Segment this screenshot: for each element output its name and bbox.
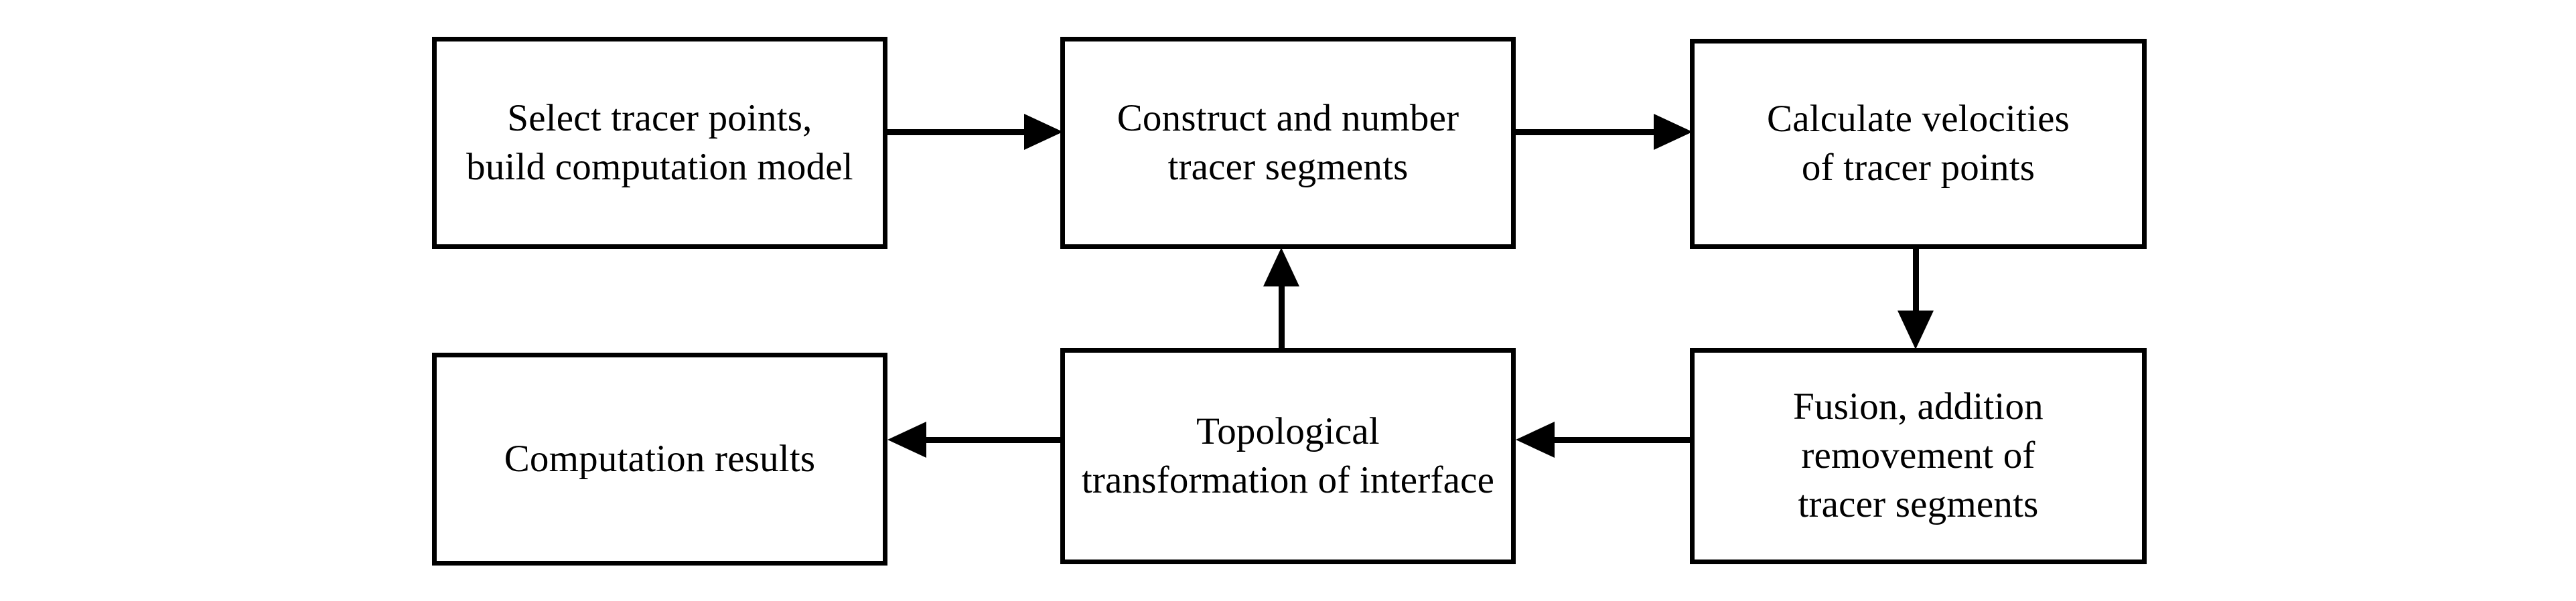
- edge-select-to-construct: [887, 114, 1063, 150]
- arrowhead-right-icon: [1654, 114, 1693, 150]
- node-label: Calculate velocities of tracer points: [1767, 98, 2070, 189]
- node-label: Computation results: [504, 437, 816, 480]
- edge-shaft: [926, 437, 1062, 443]
- edge-shaft: [1555, 437, 1691, 443]
- edge-calculate-to-fusion: [1898, 248, 1934, 349]
- edge-shaft: [1516, 129, 1654, 135]
- arrowhead-down-icon: [1898, 311, 1934, 349]
- node-topological-transformation[interactable]: Topological transformation of interface: [1060, 348, 1516, 564]
- edge-fusion-to-topological: [1516, 422, 1691, 458]
- edge-construct-to-calculate: [1516, 114, 1693, 150]
- edge-topological-to-results: [887, 422, 1062, 458]
- edge-shaft: [887, 129, 1024, 135]
- node-select-tracer-points[interactable]: Select tracer points, build computation …: [432, 37, 887, 249]
- arrowhead-left-icon: [887, 422, 926, 458]
- arrowhead-left-icon: [1516, 422, 1555, 458]
- arrowhead-up-icon: [1263, 248, 1299, 286]
- edge-shaft: [1913, 248, 1919, 311]
- node-label: Select tracer points, build computation …: [466, 96, 853, 188]
- node-computation-results[interactable]: Computation results: [432, 353, 887, 566]
- node-fusion-addition-removement[interactable]: Fusion, addition removement of tracer se…: [1690, 348, 2147, 564]
- arrowhead-right-icon: [1024, 114, 1063, 150]
- edge-shaft: [1279, 286, 1285, 349]
- node-calculate-velocities[interactable]: Calculate velocities of tracer points: [1690, 39, 2147, 249]
- node-label: Fusion, addition removement of tracer se…: [1793, 385, 2044, 525]
- node-construct-number-segments[interactable]: Construct and number tracer segments: [1060, 37, 1516, 249]
- node-label: Topological transformation of interface: [1081, 410, 1495, 501]
- edge-topological-to-construct: [1263, 248, 1299, 349]
- node-label: Construct and number tracer segments: [1117, 96, 1459, 188]
